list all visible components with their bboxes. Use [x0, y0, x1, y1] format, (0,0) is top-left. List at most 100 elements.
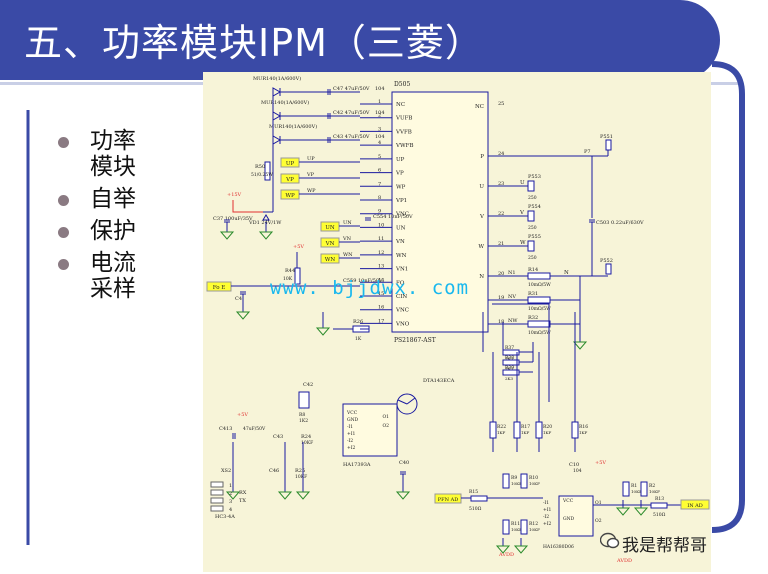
component-label: PFN AD	[438, 497, 458, 503]
component-label: 104	[375, 110, 385, 116]
component-label: C46	[269, 468, 279, 474]
component-label: 1KF	[579, 430, 588, 435]
component-label: C43	[273, 434, 283, 440]
ic-pin-label: NC	[475, 104, 484, 110]
pin-number: 16	[378, 305, 384, 311]
component-label: R12	[529, 521, 538, 527]
component-label: Fo E	[213, 285, 226, 291]
component-label: 51/0.25W	[251, 172, 273, 178]
signal-label-text: UN	[325, 225, 335, 231]
component-label: 10KF	[529, 481, 540, 486]
component-label: HA16380D06	[543, 544, 574, 550]
pin-number: 23	[498, 181, 504, 187]
component-label: P553	[528, 174, 541, 180]
wire	[406, 397, 416, 405]
component-label: +15V	[227, 192, 242, 198]
component-label: C42 47uF/50V	[333, 110, 370, 116]
component-label: DTA143ECA	[423, 378, 455, 384]
wire	[397, 399, 408, 405]
component-label: 1K2	[299, 418, 308, 424]
bullet-item: 自举	[58, 186, 146, 212]
component-label: C4	[235, 296, 242, 302]
connector-pin	[605, 139, 612, 151]
zener-diode	[262, 214, 270, 221]
ic-pin-label: VCC	[346, 410, 358, 416]
ic-pin-label: +I1	[543, 507, 552, 513]
ic-pin-label: -I2	[543, 514, 549, 520]
component-label: 510Ω	[469, 506, 482, 512]
component-label: C47 47uF/50V	[333, 86, 370, 92]
ground-symbol	[225, 491, 241, 500]
component-label: 250	[528, 255, 537, 261]
pin-number: 3	[378, 126, 381, 132]
component-label: R26	[353, 319, 363, 325]
component-label: V	[519, 210, 525, 216]
component-label: 510Ω	[653, 512, 666, 518]
signal-label	[680, 499, 710, 510]
slide-title: 五、功率模块IPM（三菱）	[24, 21, 484, 65]
pin-number: 21	[498, 241, 504, 247]
component-label: P554	[528, 204, 541, 210]
pin-number: 18	[498, 319, 504, 325]
ic-pin-label: WP	[396, 184, 406, 190]
pin-number: 17	[378, 318, 384, 324]
signal-label-text: WN	[325, 257, 336, 263]
component-label: MUR140(1A/600V)	[269, 123, 317, 130]
component-label: 10KF	[301, 440, 313, 446]
ic-pin-label: UP	[396, 157, 405, 163]
ic-pin-label: -I1	[347, 424, 353, 430]
component-label: +5V	[293, 244, 304, 250]
component-label: XS2	[221, 468, 231, 474]
ic-ha17393	[342, 403, 398, 457]
component-label: R8	[299, 412, 305, 418]
signal-label-text: UP	[286, 161, 295, 167]
brand-label: 我是帮帮哥	[622, 536, 707, 556]
component-label: 10mΩ/5W	[528, 306, 551, 312]
wechat-bubble-icon	[600, 532, 620, 549]
resistor	[571, 421, 579, 439]
pin-number: 8	[378, 195, 381, 201]
component-label: 2K3	[505, 356, 514, 361]
pin-number: 15	[378, 291, 384, 297]
component-label: P552	[600, 258, 613, 264]
resistor	[502, 519, 510, 535]
component-label: 10mΩ/5W	[528, 330, 551, 336]
component-label: 10KF	[529, 527, 540, 532]
component-label: 10KF	[631, 489, 642, 494]
component-label: R11	[511, 521, 520, 527]
component-label: AVDD	[498, 552, 514, 558]
component-label: 1KF	[497, 430, 506, 435]
component-label: C10	[569, 462, 579, 468]
signal-label-text: VP	[285, 177, 294, 183]
ic-ha16380	[558, 495, 594, 537]
component-label: P555	[528, 234, 541, 240]
component-label: +5V	[595, 460, 606, 466]
component-label: 2K3	[505, 376, 514, 381]
component-label: VCC	[562, 498, 574, 504]
pin-number: 25	[498, 101, 504, 107]
component-label: NW	[508, 318, 518, 324]
component-label: N	[564, 270, 569, 276]
output-connector	[527, 240, 535, 252]
resistor	[527, 296, 551, 304]
bullet-item: 电流采样	[58, 250, 146, 302]
ic-pin-label: VP1	[395, 198, 407, 204]
component-label: P7	[584, 149, 591, 155]
component-label: MUR140(1A/600V)	[261, 99, 309, 106]
component-label: WN	[343, 252, 353, 258]
wire	[492, 303, 550, 402]
ic-pin-label: +I2	[543, 521, 552, 527]
component-label: 2	[229, 491, 232, 497]
resistor	[535, 421, 543, 439]
ground-symbol	[277, 491, 293, 500]
component-label: 10KF	[511, 527, 522, 532]
component-label: P551	[600, 134, 613, 140]
component-label: C43 47uF/50V	[333, 134, 370, 140]
component-label: W	[520, 240, 526, 246]
ic-pin-label: VUFB	[395, 116, 412, 122]
ic-pin-label: -I1	[543, 500, 549, 506]
component-label: R1	[631, 483, 637, 489]
component-label: MUR140(1A/600V)	[253, 75, 301, 82]
ground-symbol	[315, 327, 331, 336]
